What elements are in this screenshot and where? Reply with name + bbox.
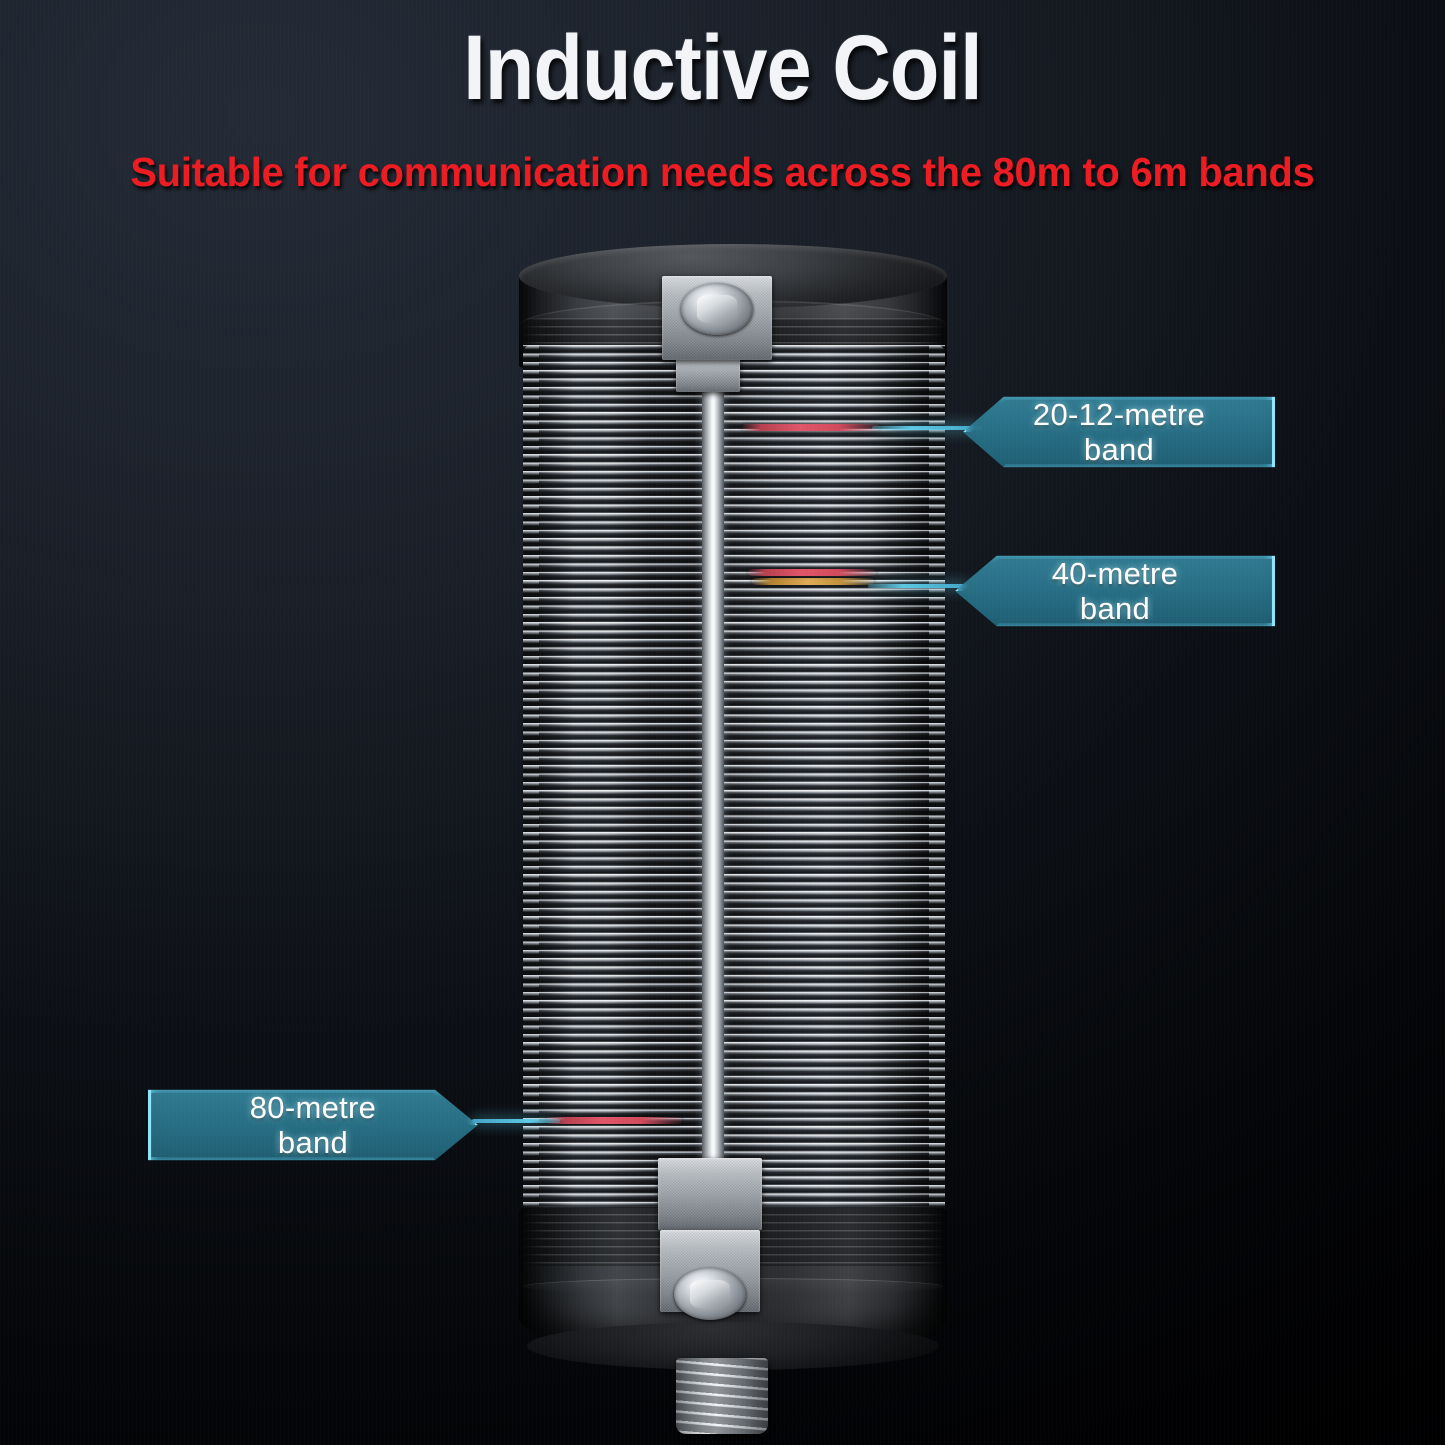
threaded-mounting-stud [676, 1358, 768, 1434]
leader-line-80-metre [472, 1119, 560, 1123]
bottom-clamp-bracket [658, 1158, 762, 1230]
top-hex-bolt-head [696, 295, 738, 323]
band-marker-40-metre-red [748, 569, 876, 576]
callout-80-metre-band[interactable]: 80-metre band [148, 1089, 478, 1161]
leader-line-20-12-metre [872, 426, 982, 430]
bottom-hex-bolt [674, 1268, 746, 1320]
callout-80-line1: 80-metre [249, 1089, 377, 1125]
coil-left-edge [523, 345, 539, 1225]
center-rod [702, 370, 724, 1170]
callout-40-metre-band[interactable]: 40-metre band [955, 555, 1275, 627]
coil-cylindrical-shading [523, 345, 945, 1225]
band-marker-20-12-metre [742, 424, 880, 431]
bottom-hex-bolt-head [689, 1280, 731, 1308]
stud-thread-lines [676, 1358, 768, 1434]
page-title: Inductive Coil [463, 17, 982, 119]
callout-20-12-line1: 20-12-metre [1032, 396, 1206, 432]
leader-line-40-metre [868, 584, 968, 588]
callout-20-12-line2: band [1083, 432, 1155, 467]
coil-right-edge [929, 345, 945, 1225]
callout-20-12-metre-band[interactable]: 20-12-metre band [963, 396, 1275, 468]
band-marker-40-metre-copper [752, 578, 874, 585]
callout-40-line2: band [1079, 591, 1151, 626]
coil-windings [523, 345, 945, 1225]
callout-40-line1: 40-metre [1051, 555, 1179, 591]
page-subtitle: Suitable for communication needs across … [130, 149, 1315, 195]
top-bracket-stem [676, 356, 740, 392]
callout-80-line2: band [277, 1125, 349, 1160]
band-marker-80-metre [546, 1117, 682, 1124]
top-hex-bolt [681, 283, 753, 335]
